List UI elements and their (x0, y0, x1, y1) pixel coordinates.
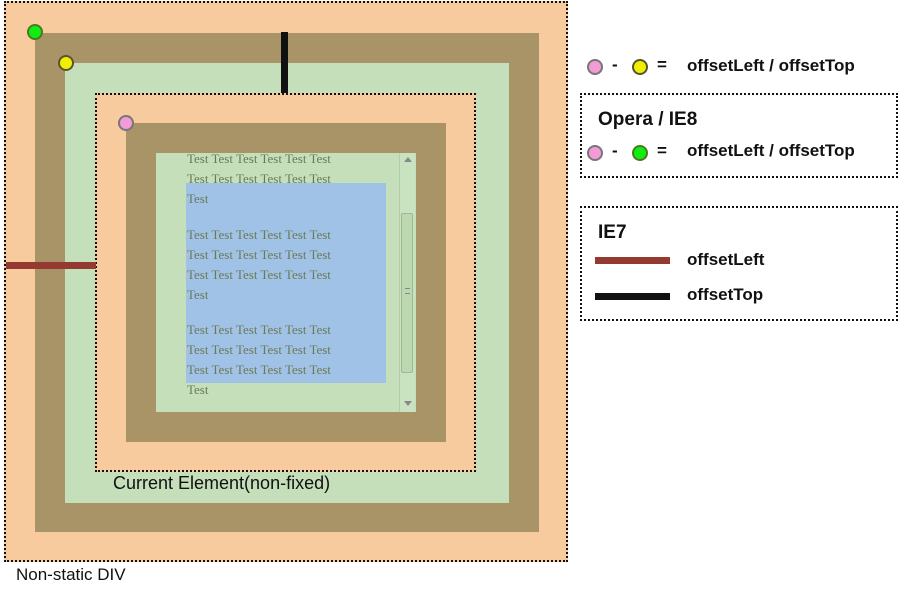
content-line: Test Test Test Test Test Test (187, 151, 331, 166)
legend-equals: = (657, 55, 667, 74)
pink-dot-icon (118, 115, 134, 131)
content-line: Test (187, 191, 209, 206)
legend-top-text: offsetLeft / offsetTop (687, 56, 855, 75)
green-dot-icon (27, 24, 43, 40)
legend-ie7-box (580, 206, 898, 321)
legend-offset-top-text: offsetTop (687, 285, 764, 304)
yellow-dot-icon (58, 55, 74, 71)
current-element-label: Current Element(non-fixed) (113, 473, 331, 493)
scrollbar-thumb[interactable] (401, 213, 413, 373)
outer-div-label: Non-static DIV (16, 565, 126, 584)
legend-offset-left-swatch (595, 257, 670, 264)
legend-opera-text: offsetLeft / offsetTop (687, 141, 855, 160)
thumb-grip-icon (405, 288, 410, 294)
legend-dash: - (612, 55, 618, 74)
legend-yellow-dot-icon (632, 59, 648, 75)
offset-left-line (6, 262, 96, 269)
content-line: Test Test Test Test Test Test (187, 267, 331, 282)
content-line: Test (187, 382, 209, 397)
content-line: Test Test Test Test Test Test (187, 362, 331, 377)
scroll-down-arrow-icon[interactable] (404, 401, 412, 406)
content-line: Test Test Test Test Test Test (187, 322, 331, 337)
legend-offset-left-text: offsetLeft (687, 250, 765, 269)
legend-opera-box (580, 93, 898, 178)
legend-opera-title: Opera / IE8 (598, 109, 698, 130)
scrollbar[interactable] (399, 153, 415, 412)
content-line: Test (187, 287, 209, 302)
legend-opera-green-dot-icon (632, 145, 648, 161)
offset-top-line (281, 32, 288, 93)
content-line: Test Test Test Test Test Test (187, 342, 331, 357)
legend-pink-dot-icon (587, 59, 603, 75)
content-box (186, 183, 386, 383)
legend-opera-pink-dot-icon (587, 145, 603, 161)
scroll-up-arrow-icon[interactable] (404, 157, 412, 162)
content-line: Test Test Test Test Test Test (187, 247, 331, 262)
content-line: Test Test Test Test Test Test (187, 171, 331, 186)
legend-opera-dash: - (612, 141, 618, 160)
legend-offset-top-swatch (595, 293, 670, 300)
legend-ie7-title: IE7 (598, 222, 627, 243)
legend-opera-equals: = (657, 141, 667, 160)
content-line: Test Test Test Test Test Test (187, 227, 331, 242)
